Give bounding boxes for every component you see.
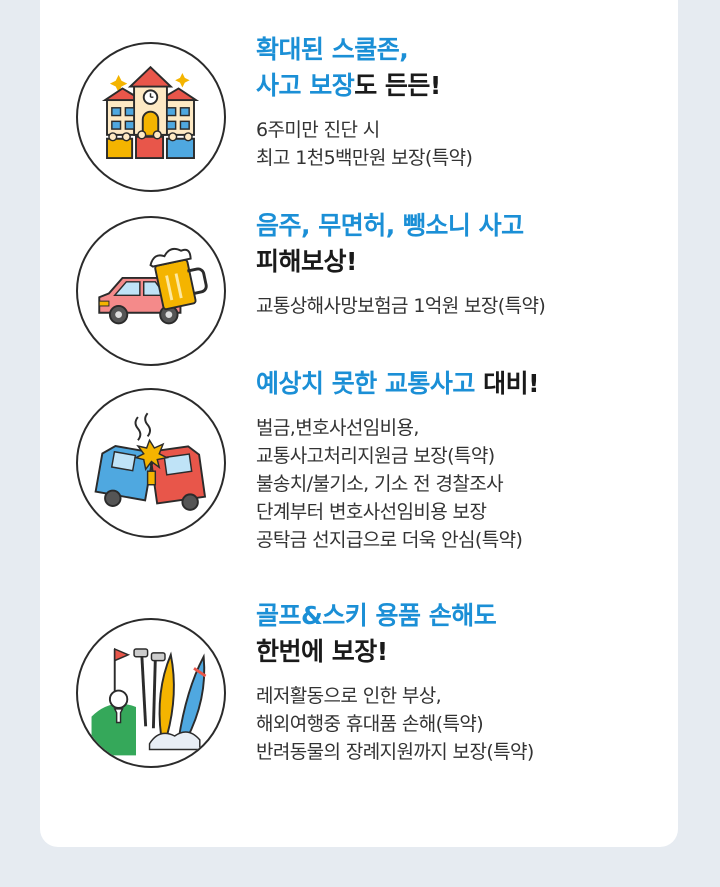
desc-line: 벌금,변호사선임비용, — [256, 417, 419, 439]
title-part: 대비! — [483, 369, 540, 398]
title-part: 도 든든! — [354, 71, 441, 100]
benefits-card: 확대된 스쿨존, 사고 보장도 든든! 6주미만 진단 시 최고 1천5백만원 … — [40, 0, 678, 847]
benefit-title: 예상치 못한 교통사고 대비! — [256, 366, 666, 402]
title-part: 사고 보장 — [256, 71, 355, 100]
title-part: 예상치 못한 교통사고 — [256, 369, 484, 398]
benefit-title: 음주, 무면허, 뺑소니 사고 피해보상! — [256, 208, 666, 280]
title-part: 골프&스키 용품 손해도 — [256, 601, 497, 630]
desc-line: 불송치/불기소, 기소 전 경찰조사 — [256, 473, 504, 495]
desc-line: 교통상해사망보험금 1억원 보장(특약) — [256, 295, 546, 317]
desc-line: 공탁금 선지급으로 더욱 안심(특약) — [256, 529, 523, 551]
car-beer-icon — [76, 216, 226, 366]
benefit-description: 교통상해사망보험금 1억원 보장(특약) — [256, 292, 666, 320]
desc-line: 6주미만 진단 시 — [256, 119, 380, 141]
desc-line: 레저활동으로 인한 부상, — [256, 685, 442, 707]
benefit-text: 골프&스키 용품 손해도 한번에 보장! 레저활동으로 인한 부상, 해외여행중… — [256, 598, 666, 766]
desc-line: 교통사고처리지원금 보장(특약) — [256, 445, 495, 467]
desc-line: 해외여행중 휴대품 손해(특약) — [256, 713, 484, 735]
benefit-description: 6주미만 진단 시 최고 1천5백만원 보장(특약) — [256, 116, 666, 172]
title-part: 음주, 무면허, 뺑소니 사고 — [256, 211, 524, 240]
title-part: 피해보상! — [256, 247, 357, 276]
benefit-text: 확대된 스쿨존, 사고 보장도 든든! 6주미만 진단 시 최고 1천5백만원 … — [256, 32, 666, 172]
desc-line: 반려동물의 장례지원까지 보장(특약) — [256, 741, 534, 763]
desc-line: 최고 1천5백만원 보장(특약) — [256, 147, 473, 169]
benefit-text: 예상치 못한 교통사고 대비! 벌금,변호사선임비용, 교통사고처리지원금 보장… — [256, 366, 666, 554]
car-crash-icon — [76, 388, 226, 538]
benefit-description: 벌금,변호사선임비용, 교통사고처리지원금 보장(특약) 불송치/불기소, 기소… — [256, 414, 666, 554]
golf-ski-icon — [76, 618, 226, 768]
desc-line: 단계부터 변호사선임비용 보장 — [256, 501, 487, 523]
school-icon — [76, 42, 226, 192]
benefit-description: 레저활동으로 인한 부상, 해외여행중 휴대품 손해(특약) 반려동물의 장례지… — [256, 682, 666, 766]
title-part: 한번에 보장! — [256, 637, 388, 666]
benefit-title: 확대된 스쿨존, 사고 보장도 든든! — [256, 32, 666, 104]
benefit-text: 음주, 무면허, 뺑소니 사고 피해보상! 교통상해사망보험금 1억원 보장(특… — [256, 208, 666, 320]
benefit-title: 골프&스키 용품 손해도 한번에 보장! — [256, 598, 666, 670]
title-part: 확대된 스쿨존, — [256, 35, 409, 64]
